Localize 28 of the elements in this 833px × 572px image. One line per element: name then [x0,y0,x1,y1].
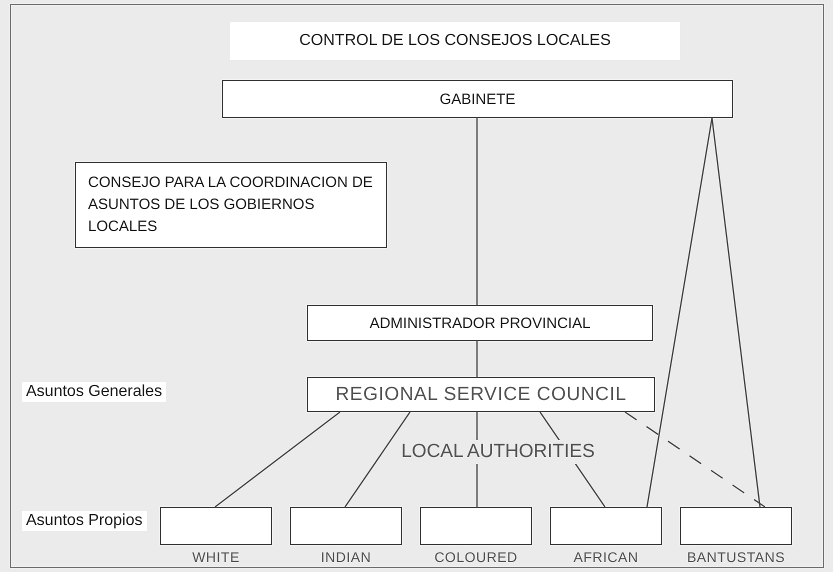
empty-box [420,507,532,545]
node-label: ADMINISTRADOR PROVINCIAL [370,314,590,332]
category-label: INDIAN [320,549,372,565]
level-label: Asuntos Generales [22,382,166,402]
council-box [307,377,655,412]
org-box [222,80,733,118]
node-label: GABINETE [440,90,516,108]
empty-box [550,507,662,545]
node-label: CONSEJO PARA LA COORDINACION DE ASUNTOS DE LOS GOBIERNOS LOCALES [88,173,374,237]
connector [711,118,761,508]
node-label: REGIONAL SERVICE COUNCIL [335,384,627,406]
empty-box [680,507,792,545]
category-label: BANTUSTANS [686,549,786,565]
connector [476,118,478,305]
dashed-connector [624,411,766,508]
level-label: Asuntos Propios [22,511,147,531]
connector [476,341,478,377]
connector [646,118,713,508]
category-label: COLOURED [434,549,518,565]
empty-box [160,507,272,545]
title: CONTROL DE LOS CONSEJOS LOCALES [230,22,680,60]
connector [344,412,411,508]
org-box [307,305,653,341]
category-label: AFRICAN [574,549,638,565]
connector [214,411,340,508]
empty-box [290,507,402,545]
category-label: WHITE [192,549,240,565]
org-box [75,162,387,248]
